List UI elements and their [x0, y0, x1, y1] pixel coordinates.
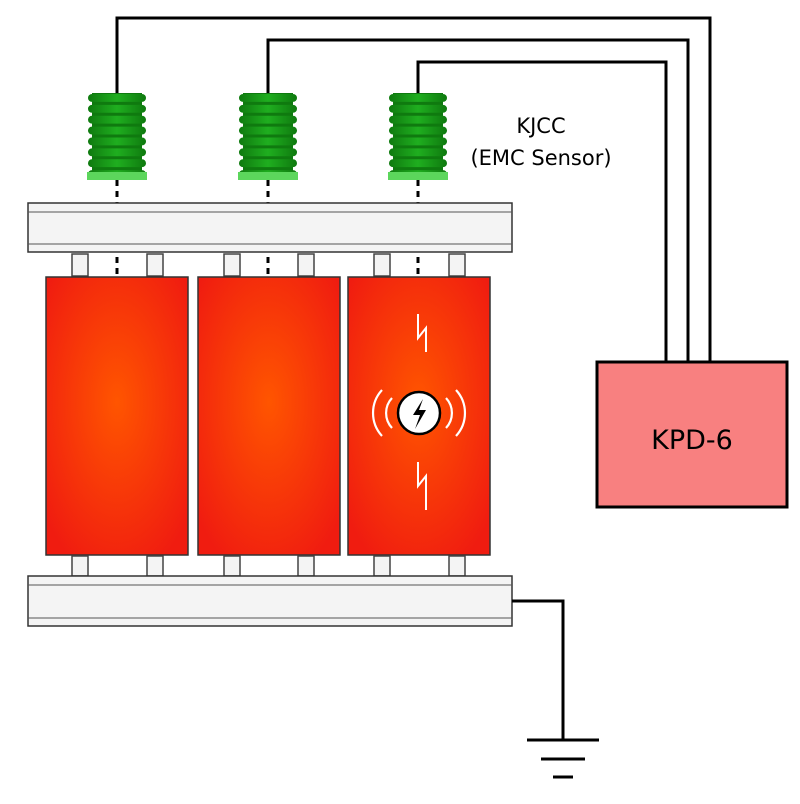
- sensor-ridge: [88, 94, 146, 102]
- coil-phase-2: [197, 276, 341, 556]
- sensor-base: [238, 172, 298, 180]
- sensor-base: [87, 172, 147, 180]
- signal-wires: [115, 16, 712, 362]
- sensor-label-line2: (EMC Sensor): [470, 146, 611, 170]
- sensor-ridge: [88, 126, 146, 135]
- wire-sensor-1: [115, 16, 712, 362]
- sensor-ridge: [239, 148, 297, 157]
- crack-mark-lower: [417, 462, 427, 510]
- sensor-ridge: [389, 126, 447, 135]
- sensor-ridge: [239, 126, 297, 135]
- lightning-bolt-icon: [396, 390, 442, 436]
- top-spacers: [71, 253, 466, 277]
- bottom-spacers: [71, 555, 466, 577]
- emission-waves-icon: [372, 389, 466, 437]
- sensor-ridge: [88, 104, 146, 113]
- sensor-ridge: [239, 115, 297, 124]
- sensor-ridge: [239, 159, 297, 168]
- sensor-ridge: [239, 94, 297, 102]
- sensor-ridge: [239, 104, 297, 113]
- emc-sensor-3: [388, 93, 448, 180]
- sensor-ridge: [389, 115, 447, 124]
- wire-sensor-3: [416, 60, 668, 362]
- sensor-ridge: [389, 94, 447, 102]
- sensor-ridge: [88, 115, 146, 124]
- sensor-ridge: [88, 148, 146, 157]
- emc-sensor-1: [87, 93, 147, 180]
- sensor-ridge: [239, 137, 297, 146]
- sensor-ridge: [88, 137, 146, 146]
- coil-phase-1: [45, 276, 189, 556]
- bottom-clamp-rail: [27, 575, 513, 627]
- kpd6-monitor-unit: KPD-6: [595, 360, 789, 509]
- emc-sensor-2: [238, 93, 298, 180]
- ground-wire: [512, 599, 565, 740]
- ground-symbol-icon: [527, 738, 599, 779]
- sensor-label-line1: KJCC: [516, 114, 565, 138]
- wire-sensor-2: [266, 38, 690, 362]
- monitor-label: KPD-6: [651, 425, 733, 456]
- sensor-ridge: [389, 148, 447, 157]
- sensor-ridge: [389, 137, 447, 146]
- crack-mark-upper: [417, 314, 427, 352]
- sensor-ridge: [389, 104, 447, 113]
- top-clamp-rail: [27, 202, 513, 253]
- sensor-ridge: [88, 159, 146, 168]
- sensor-ridge: [389, 159, 447, 168]
- sensor-base: [388, 172, 448, 180]
